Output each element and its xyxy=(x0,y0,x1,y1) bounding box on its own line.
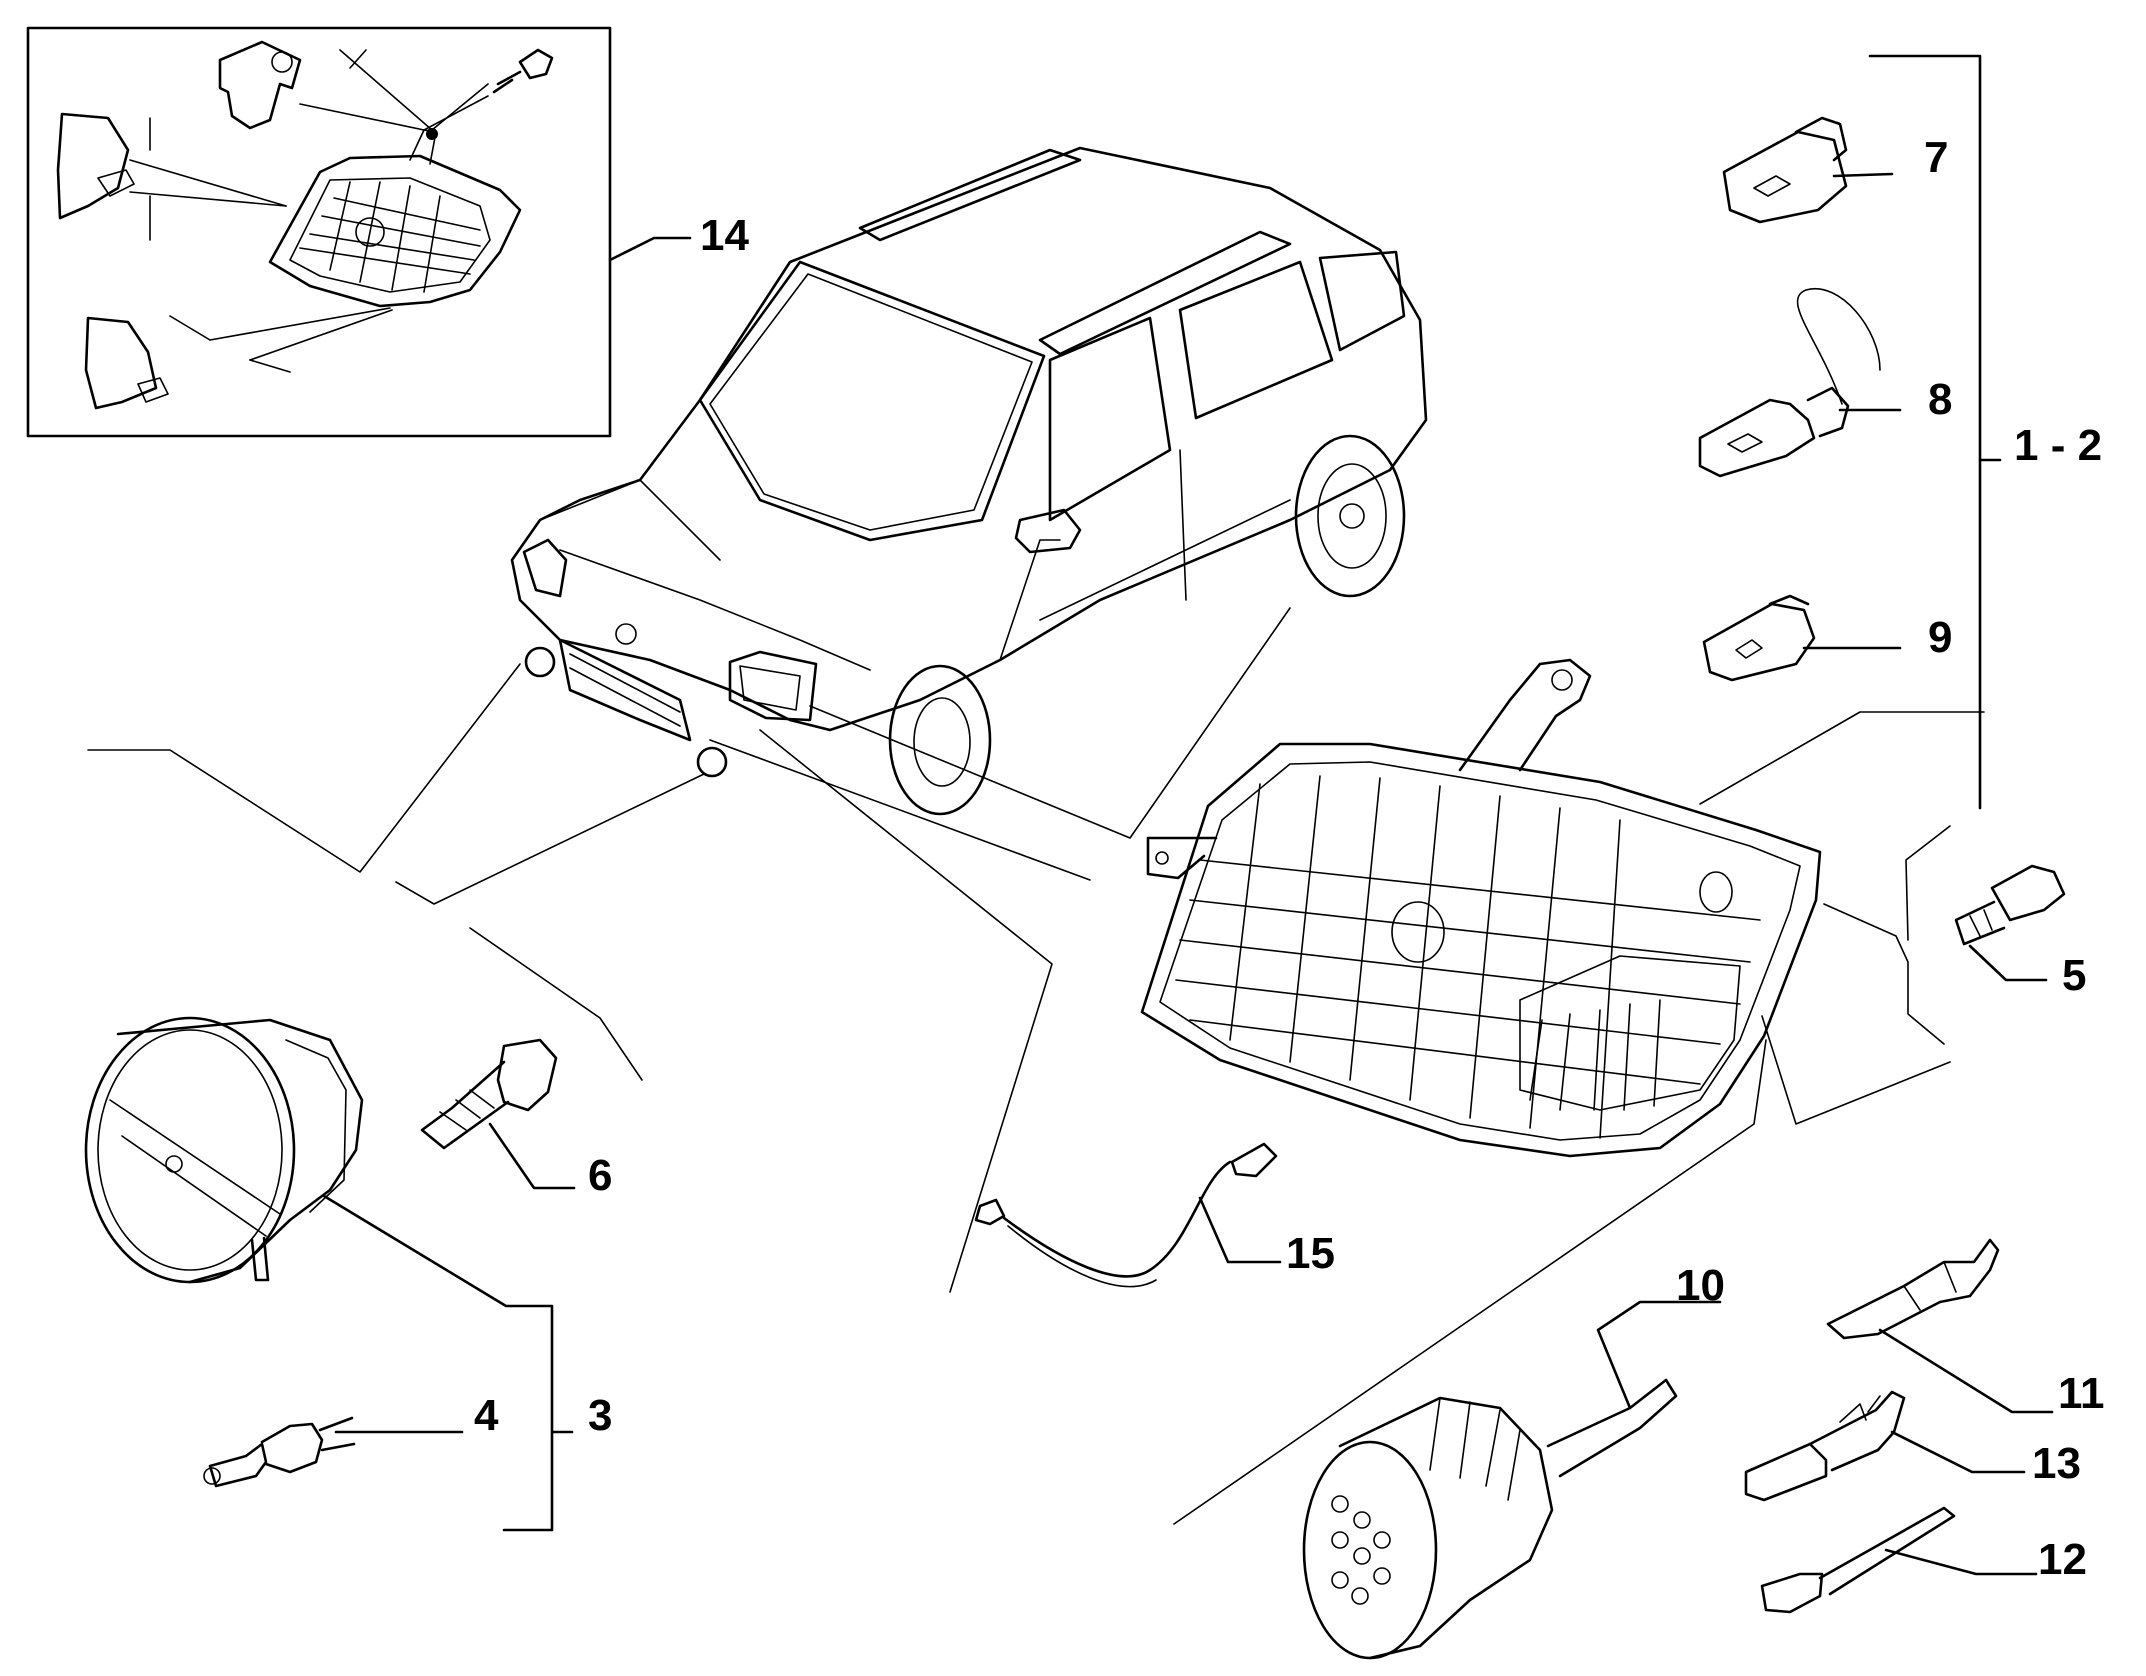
fog-lamp-3 xyxy=(84,1016,364,1284)
bracket-1-2 xyxy=(1868,54,1982,810)
callout-10: 10 xyxy=(1676,1261,1725,1310)
screw-6: 6 xyxy=(420,1038,612,1200)
leader-14-to-car xyxy=(709,739,1091,881)
vehicle-overview xyxy=(510,146,1428,816)
callout-7: 7 xyxy=(1924,133,1948,182)
bulb-7: 7 xyxy=(1722,116,1948,224)
callout-4: 4 xyxy=(474,1391,499,1440)
screw-5: 5 xyxy=(1954,864,2086,1000)
callout-15: 15 xyxy=(1286,1229,1335,1278)
leader-1-2-to-car xyxy=(809,607,1291,839)
bulb-8: 8 xyxy=(1698,287,1952,478)
headlamp-assembly xyxy=(1140,658,1822,1158)
callout-12: 12 xyxy=(2038,1535,2087,1584)
bulb-4: 4 xyxy=(203,1391,499,1488)
callout-3: 3 xyxy=(588,1391,612,1440)
leader-6-to-car xyxy=(87,663,521,873)
leader-3b-to-car xyxy=(469,927,643,1081)
callout-6: 6 xyxy=(588,1151,612,1200)
harness-15: 15 xyxy=(974,1142,1335,1288)
callout-5: 5 xyxy=(2062,951,2086,1000)
connector-10: 10 xyxy=(1302,1261,1725,1660)
pin-11: 11 xyxy=(1826,1238,2105,1418)
bulb-9: 9 xyxy=(1702,594,1952,682)
leader-3-to-car xyxy=(395,773,705,905)
leader-15-to-car xyxy=(759,729,1053,1293)
inset-detail-14 xyxy=(26,26,612,438)
callout-1-2: 1 - 2 xyxy=(2014,421,2102,470)
callout-8: 8 xyxy=(1928,375,1952,424)
callout-11: 11 xyxy=(2058,1369,2105,1418)
callout-14: 14 xyxy=(700,211,749,260)
terminal-12: 12 xyxy=(1760,1506,2087,1614)
terminal-13: 13 xyxy=(1744,1390,2081,1502)
callout-9: 9 xyxy=(1928,613,1952,662)
callout-13: 13 xyxy=(2032,1439,2081,1488)
